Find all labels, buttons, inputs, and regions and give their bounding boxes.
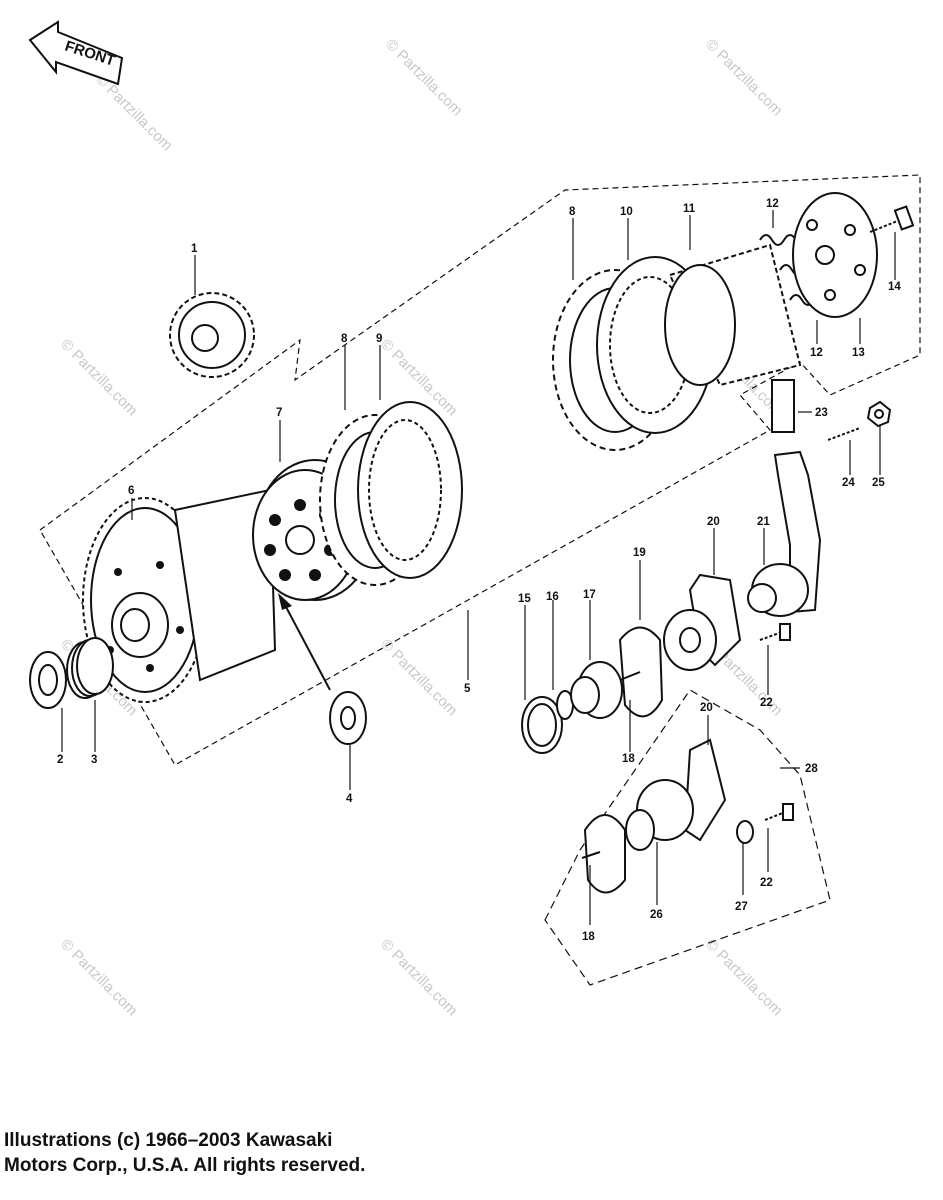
part-21-release-lever: [747, 450, 822, 617]
callout-19: 19: [633, 547, 646, 559]
callout-4: 4: [346, 793, 353, 805]
part-3-spring: [66, 637, 114, 699]
callout-25: 25: [872, 477, 885, 489]
watermark: © Partzilla.com: [92, 71, 175, 154]
watermark: © Partzilla.com: [377, 636, 460, 719]
part-11-clutch-gear: [664, 243, 802, 387]
part-19-gasket: [618, 626, 664, 718]
watermark: © Partzilla.com: [57, 336, 140, 419]
callout-13: 13: [852, 347, 865, 359]
callout-23: 23: [815, 407, 828, 419]
part-9-steel-plate: [357, 401, 463, 579]
part-15-circlip: [521, 696, 563, 754]
watermark: © Partzilla.com: [382, 36, 465, 119]
part-27-washer: [736, 820, 754, 844]
copyright-line-1: Illustrations (c) 1966–2003 Kawasaki: [4, 1130, 333, 1151]
watermark: © Partzilla.com: [702, 936, 785, 1019]
front-arrow-icon: FRONT: [28, 20, 124, 86]
part-4-washer: [278, 593, 367, 745]
callout-21: 21: [757, 516, 770, 528]
callout-8: 8: [569, 206, 576, 218]
callout-8: 8: [341, 333, 348, 345]
part-18-gasket-alt: [581, 814, 626, 894]
callout-22: 22: [760, 697, 773, 709]
part-20-release-body: [663, 573, 742, 671]
callout-2: 2: [57, 754, 63, 766]
callout-17: 17: [583, 589, 596, 601]
callout-18: 18: [582, 931, 595, 943]
callout-14: 14: [888, 281, 901, 293]
callout-18: 18: [622, 753, 635, 765]
callout-20: 20: [707, 516, 720, 528]
callout-22: 22: [760, 877, 773, 889]
callout-5: 5: [464, 683, 471, 695]
part-1-gear: [169, 292, 255, 378]
part-24-adjuster-screw: [827, 427, 861, 441]
callout-15: 15: [518, 593, 531, 605]
callout-labels: 1 2 3 4 5 6 7 8 8 9 10 11 12 12 13 14 15…: [57, 198, 901, 943]
callout-7: 7: [276, 407, 282, 419]
callout-6: 6: [128, 485, 134, 497]
callout-20: 20: [700, 702, 713, 714]
watermark: © Partzilla.com: [702, 36, 785, 119]
callout-26: 26: [650, 909, 663, 921]
part-18-pushrod: [619, 671, 641, 681]
callout-10: 10: [620, 206, 633, 218]
part-14-bolt: [869, 205, 915, 233]
watermark: © Partzilla.com: [57, 936, 140, 1019]
callout-3: 3: [91, 754, 97, 766]
part-13-pressure-plate: [792, 192, 878, 318]
part-6-clutch-housing: [82, 488, 277, 703]
callout-12: 12: [810, 347, 823, 359]
copyright-line-2: Motors Corp., U.S.A. All rights reserved…: [4, 1155, 366, 1176]
watermark: © Partzilla.com: [377, 936, 460, 1019]
part-26-oil-seal: [625, 809, 655, 851]
part-22-screw-alt: [764, 803, 794, 821]
callout-16: 16: [546, 591, 559, 603]
callout-1: 1: [191, 243, 198, 255]
callout-28: 28: [805, 763, 818, 775]
part-2-washer: [29, 651, 67, 709]
leader-lines: [61, 210, 896, 925]
callout-11: 11: [683, 203, 696, 215]
part-25-nut: [866, 400, 892, 428]
part-17-piston: [570, 661, 623, 719]
callout-12: 12: [766, 198, 779, 210]
callout-24: 24: [842, 477, 855, 489]
part-22-screw: [759, 623, 791, 641]
callout-27: 27: [735, 901, 748, 913]
part-23-spring: [771, 379, 795, 433]
callout-9: 9: [376, 333, 382, 345]
copyright-notice: Illustrations (c) 1966–2003 Kawasaki Mot…: [4, 1128, 365, 1178]
